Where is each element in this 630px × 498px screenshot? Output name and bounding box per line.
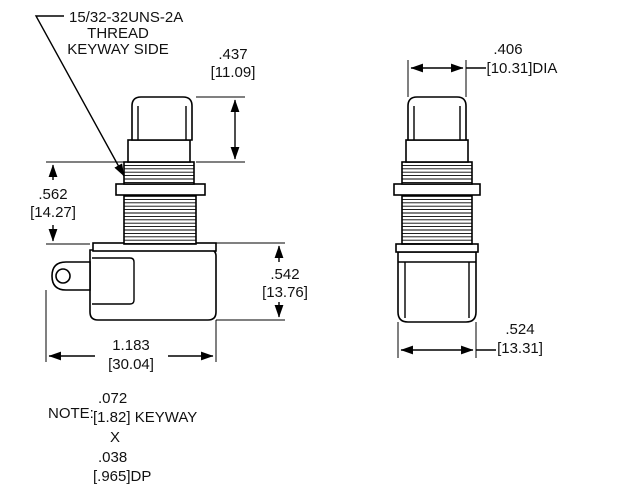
thread-callout: 15/32-32UNS-2A bbox=[69, 9, 183, 26]
side-labels: 15/32-32UNS-2A THREAD KEYWAY SIDE .437 [… bbox=[30, 9, 308, 373]
front-cap bbox=[407, 96, 467, 141]
note-label: NOTE: bbox=[48, 405, 94, 422]
side-cap bbox=[131, 96, 193, 141]
side-thread-lines bbox=[124, 198, 196, 245]
thread-len-in: .562 bbox=[38, 186, 67, 203]
front-dimensions bbox=[397, 60, 496, 358]
body-len-mm: [30.04] bbox=[108, 356, 154, 373]
side-body bbox=[89, 249, 217, 321]
side-nut bbox=[115, 183, 206, 196]
body-len-in: 1.183 bbox=[112, 337, 150, 354]
thread-len-mm: [14.27] bbox=[30, 204, 76, 221]
thread-callout-2: THREAD bbox=[87, 25, 149, 42]
body-width-mm: [13.31] bbox=[497, 340, 543, 357]
side-collar bbox=[127, 139, 191, 163]
front-body bbox=[397, 251, 477, 323]
body-height-in: .542 bbox=[270, 266, 299, 283]
front-nut bbox=[393, 183, 481, 196]
front-collar bbox=[405, 139, 469, 163]
side-dimensions bbox=[34, 15, 285, 362]
front-upper-thread-lines bbox=[402, 164, 472, 183]
front-thread-lines bbox=[402, 198, 472, 245]
body-height-mm: [13.76] bbox=[262, 284, 308, 301]
keyway-times: X bbox=[110, 429, 120, 446]
side-upper-thread-lines bbox=[124, 164, 194, 183]
terminal-hole bbox=[55, 268, 71, 284]
keyway-depth-mm: [.965]DP bbox=[93, 468, 151, 485]
side-window bbox=[92, 257, 135, 305]
front-view bbox=[393, 96, 481, 323]
front-labels: .406 [10.31]DIA .524 [13.31] bbox=[487, 41, 558, 357]
cap-height-in: .437 bbox=[218, 46, 247, 63]
keyway-width-in: .072 bbox=[98, 390, 127, 407]
thread-callout-3: KEYWAY SIDE bbox=[67, 41, 168, 58]
cap-dia-in: .406 bbox=[493, 41, 522, 58]
body-width-in: .524 bbox=[505, 321, 534, 338]
cap-dia-mm: [10.31]DIA bbox=[487, 60, 558, 77]
front-flange bbox=[395, 243, 479, 253]
keyway-width-mm: [1.82] KEYWAY bbox=[93, 409, 197, 426]
keyway-note: NOTE: .072 [1.82] KEYWAY X .038 [.965]DP bbox=[48, 390, 197, 485]
cap-height-mm: [11.09] bbox=[211, 64, 256, 81]
side-view bbox=[51, 96, 217, 321]
keyway-depth-in: .038 bbox=[98, 449, 127, 466]
